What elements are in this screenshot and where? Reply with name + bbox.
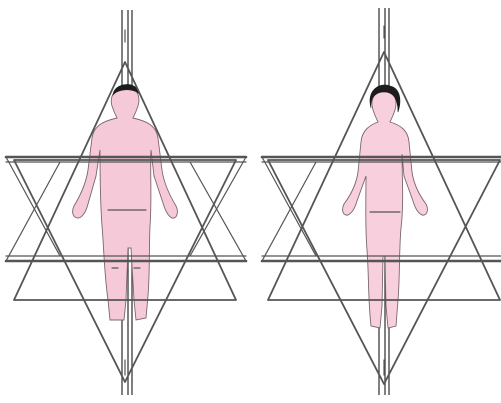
- right-hexagram-figure: [262, 8, 501, 395]
- left-human-figure: [73, 84, 178, 320]
- right-bar-edge-3: [262, 162, 316, 261]
- left-bar-edge-2: [190, 157, 246, 256]
- left-hexagram-figure: [6, 10, 246, 395]
- left-bar-edge-3: [6, 162, 60, 261]
- left-figure-body: [73, 86, 178, 320]
- right-bar-edge-1: [262, 157, 316, 256]
- left-bar-edge-1: [6, 157, 60, 256]
- left-bar-edge-4: [190, 162, 246, 261]
